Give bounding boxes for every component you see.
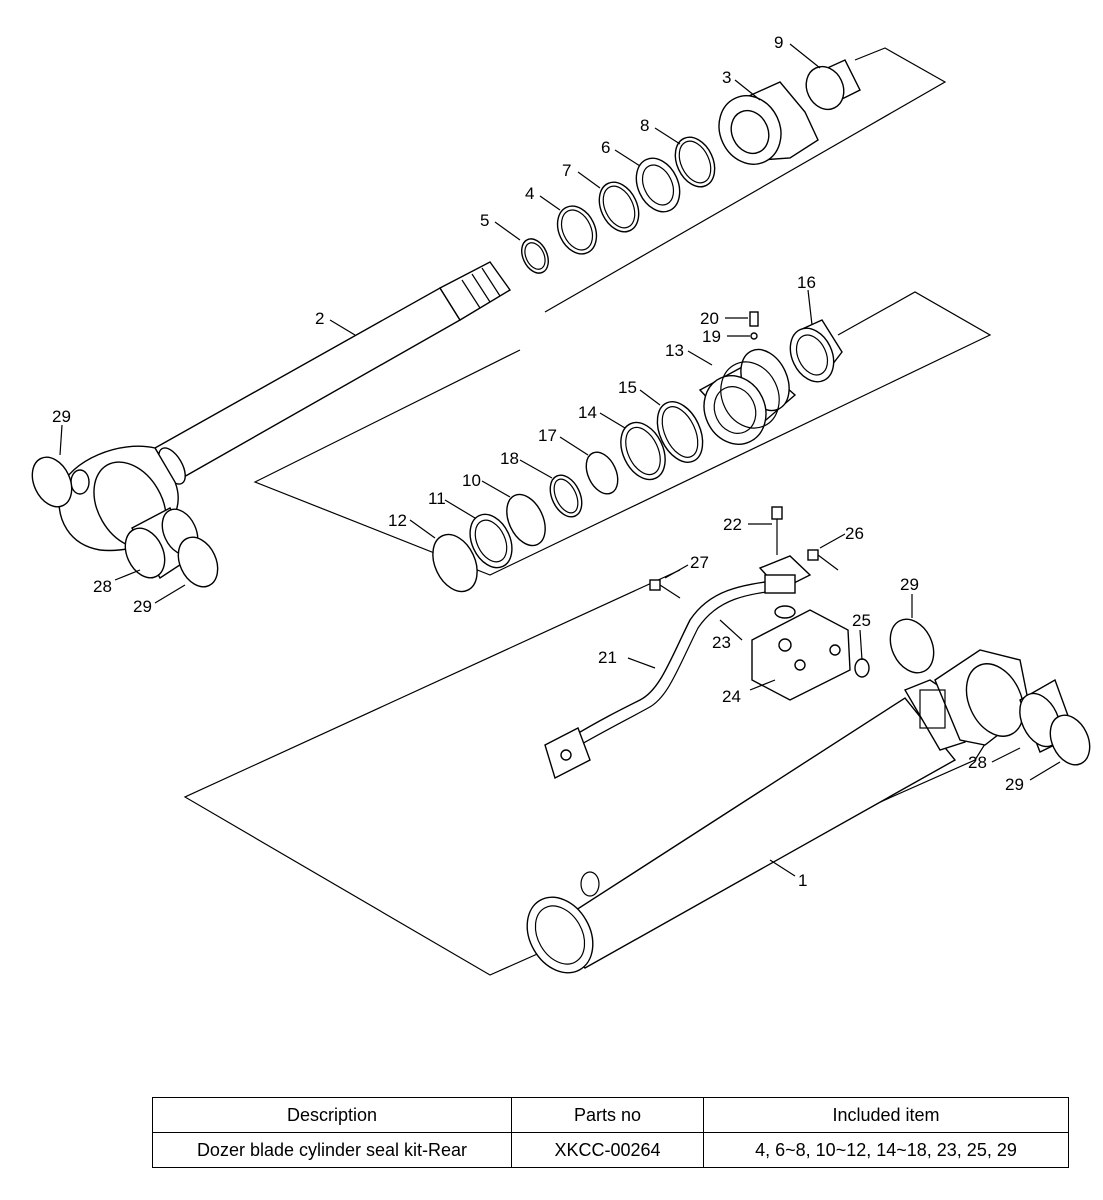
o-ring-12 [432,533,478,593]
wear-ring-16 [789,319,843,383]
steel-ball-19 [750,332,758,340]
seal-ring-6 [635,157,681,213]
bushing [805,59,861,111]
callout-7: 7 [562,161,571,180]
valve-block-24 [751,609,851,701]
dust-seal-29-rod-right [177,536,219,588]
callout-29-rod-left: 29 [52,407,71,426]
callout-2: 2 [315,309,324,328]
dust-seal-29-tube-upper [889,618,935,674]
cell-included-item: 4, 6~8, 10~12, 14~18, 23, 25, 29 [703,1132,1069,1168]
rod-group-frame [544,47,947,313]
tube-group-frame [183,569,1001,976]
header-included-item: Included item [703,1097,1069,1133]
callout-29-tube-lower: 29 [1005,775,1024,794]
piston-rod [58,261,512,552]
bolt-27 [649,579,681,599]
ring-11 [469,513,513,569]
cell-parts-no: XKCC-00264 [511,1132,704,1168]
callout-25: 25 [852,611,871,630]
dust-seal-29-rod-left [31,456,73,508]
callout-5: 5 [480,211,489,230]
bolt-26 [807,549,839,571]
callout-8: 8 [640,116,649,135]
seal-ring-4 [556,205,598,255]
o-ring-17 [585,451,619,495]
leader-lines [59,43,1061,877]
callout-12: 12 [388,511,407,530]
rod-cover [718,81,819,165]
ring-18 [549,474,583,518]
o-ring-25 [854,658,870,678]
header-description: Description [152,1097,512,1133]
callout-27: 27 [690,553,709,572]
callout-28-left: 28 [93,577,112,596]
flange-block [758,555,812,594]
callout-22: 22 [723,515,742,534]
seal-ring-7 [598,181,640,233]
pipe-21 [544,579,783,780]
bolt-22 [771,506,783,555]
seal-kit-table: Description Parts no Included item Dozer… [152,1097,1069,1168]
seal-ring-14 [620,421,666,481]
callout-4: 4 [525,184,534,203]
o-ring-23 [774,605,796,619]
callout-19: 19 [702,327,721,346]
seal-ring-8 [674,136,716,188]
callout-23: 23 [712,633,731,652]
callout-20: 20 [700,309,719,328]
callout-3: 3 [722,68,731,87]
callout-1: 1 [798,871,807,890]
callout-15: 15 [618,378,637,397]
exploded-parts-diagram: 9 3 8 6 7 4 5 2 29 16 20 19 13 15 14 17 … [31,33,1091,976]
callout-24: 24 [722,687,741,706]
callout-21: 21 [598,648,617,667]
callout-28-right: 28 [968,753,987,772]
callout-13: 13 [665,341,684,360]
piston [698,348,797,445]
ring-10 [506,493,546,547]
seal-ring-15 [656,401,704,463]
callout-16: 16 [797,273,816,292]
callout-6: 6 [601,138,610,157]
callout-11: 11 [428,489,446,508]
snap-ring-5 [521,238,549,274]
header-parts-no: Parts no [511,1097,704,1133]
piston-group-frame [253,291,992,576]
cylinder-tube [526,649,1031,974]
callout-29-rod-right: 29 [133,597,152,616]
dust-seal-29-tube-lower [1049,714,1091,766]
cell-description: Dozer blade cylinder seal kit-Rear [152,1132,512,1168]
callout-26: 26 [845,524,864,543]
callout-17: 17 [538,426,557,445]
callout-29-tube-upper: 29 [900,575,919,594]
callout-10: 10 [462,471,481,490]
callout-9: 9 [774,33,783,52]
table-header-row: Description Parts no Included item [152,1097,1069,1133]
table-row: Dozer blade cylinder seal kit-Rear XKCC-… [152,1132,1069,1168]
callout-18: 18 [500,449,519,468]
callout-14: 14 [578,403,597,422]
set-screw-20 [749,311,759,327]
